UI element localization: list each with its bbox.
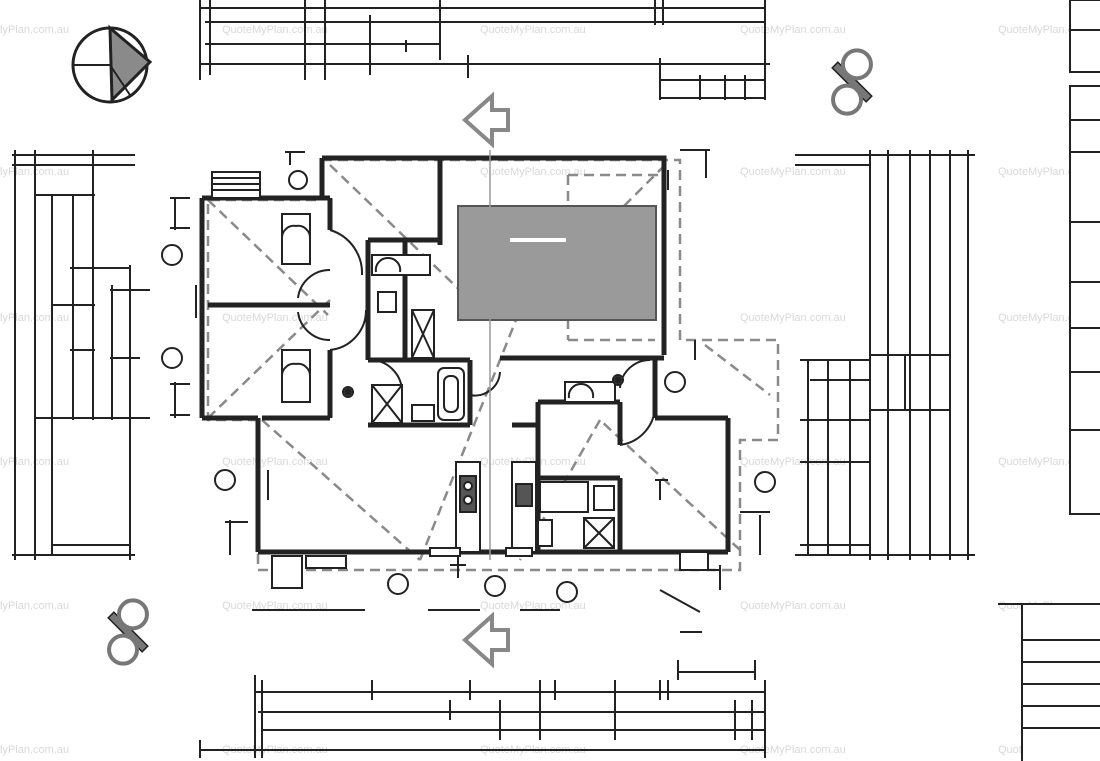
north-arrow-icon [71, 24, 153, 104]
title-block [998, 0, 1100, 761]
light-fittings [344, 376, 622, 396]
dimension-lines-bottom [199, 609, 766, 758]
watermark: lyPlan.com.au [0, 600, 70, 612]
watermark: QuoteMyPlan.com.au [480, 24, 586, 36]
elevation-marker-icon [107, 598, 149, 666]
watermark: QuoteMyPlan.com.au [740, 600, 846, 612]
watermark: lyPlan.com.au [0, 744, 70, 756]
watermark: lyPlan.com.au [0, 24, 70, 36]
dimension-lines-top [199, 0, 770, 100]
watermark: QuoteMyPlan.com.au [740, 166, 846, 178]
elevation-marker-icon [831, 48, 873, 116]
watermark: QuoteMyPlan.com.au [740, 456, 846, 468]
section-arrow-icon [461, 611, 510, 669]
watermark: QuoteMyPlan.com.au [222, 24, 328, 36]
watermark: QuoteMyPlan.com.au [480, 166, 586, 178]
pool [457, 205, 657, 321]
section-arrow-icon [461, 91, 510, 149]
dimension-lines-right [795, 150, 975, 560]
watermark: QuoteMyPlan.com.au [222, 456, 328, 468]
bathroom-fixtures [371, 291, 615, 549]
dimension-lines-left [12, 150, 150, 560]
entry-steps [211, 171, 709, 589]
wardrobe [280, 213, 616, 403]
watermark: QuoteMyPlan.com.au [740, 312, 846, 324]
watermark: QuoteMyPlan.com.au [740, 744, 846, 756]
kitchen-bench [455, 461, 553, 553]
dimension-ticks-plan [170, 149, 770, 633]
watermark: QuoteMyPlan.com.au [740, 24, 846, 36]
